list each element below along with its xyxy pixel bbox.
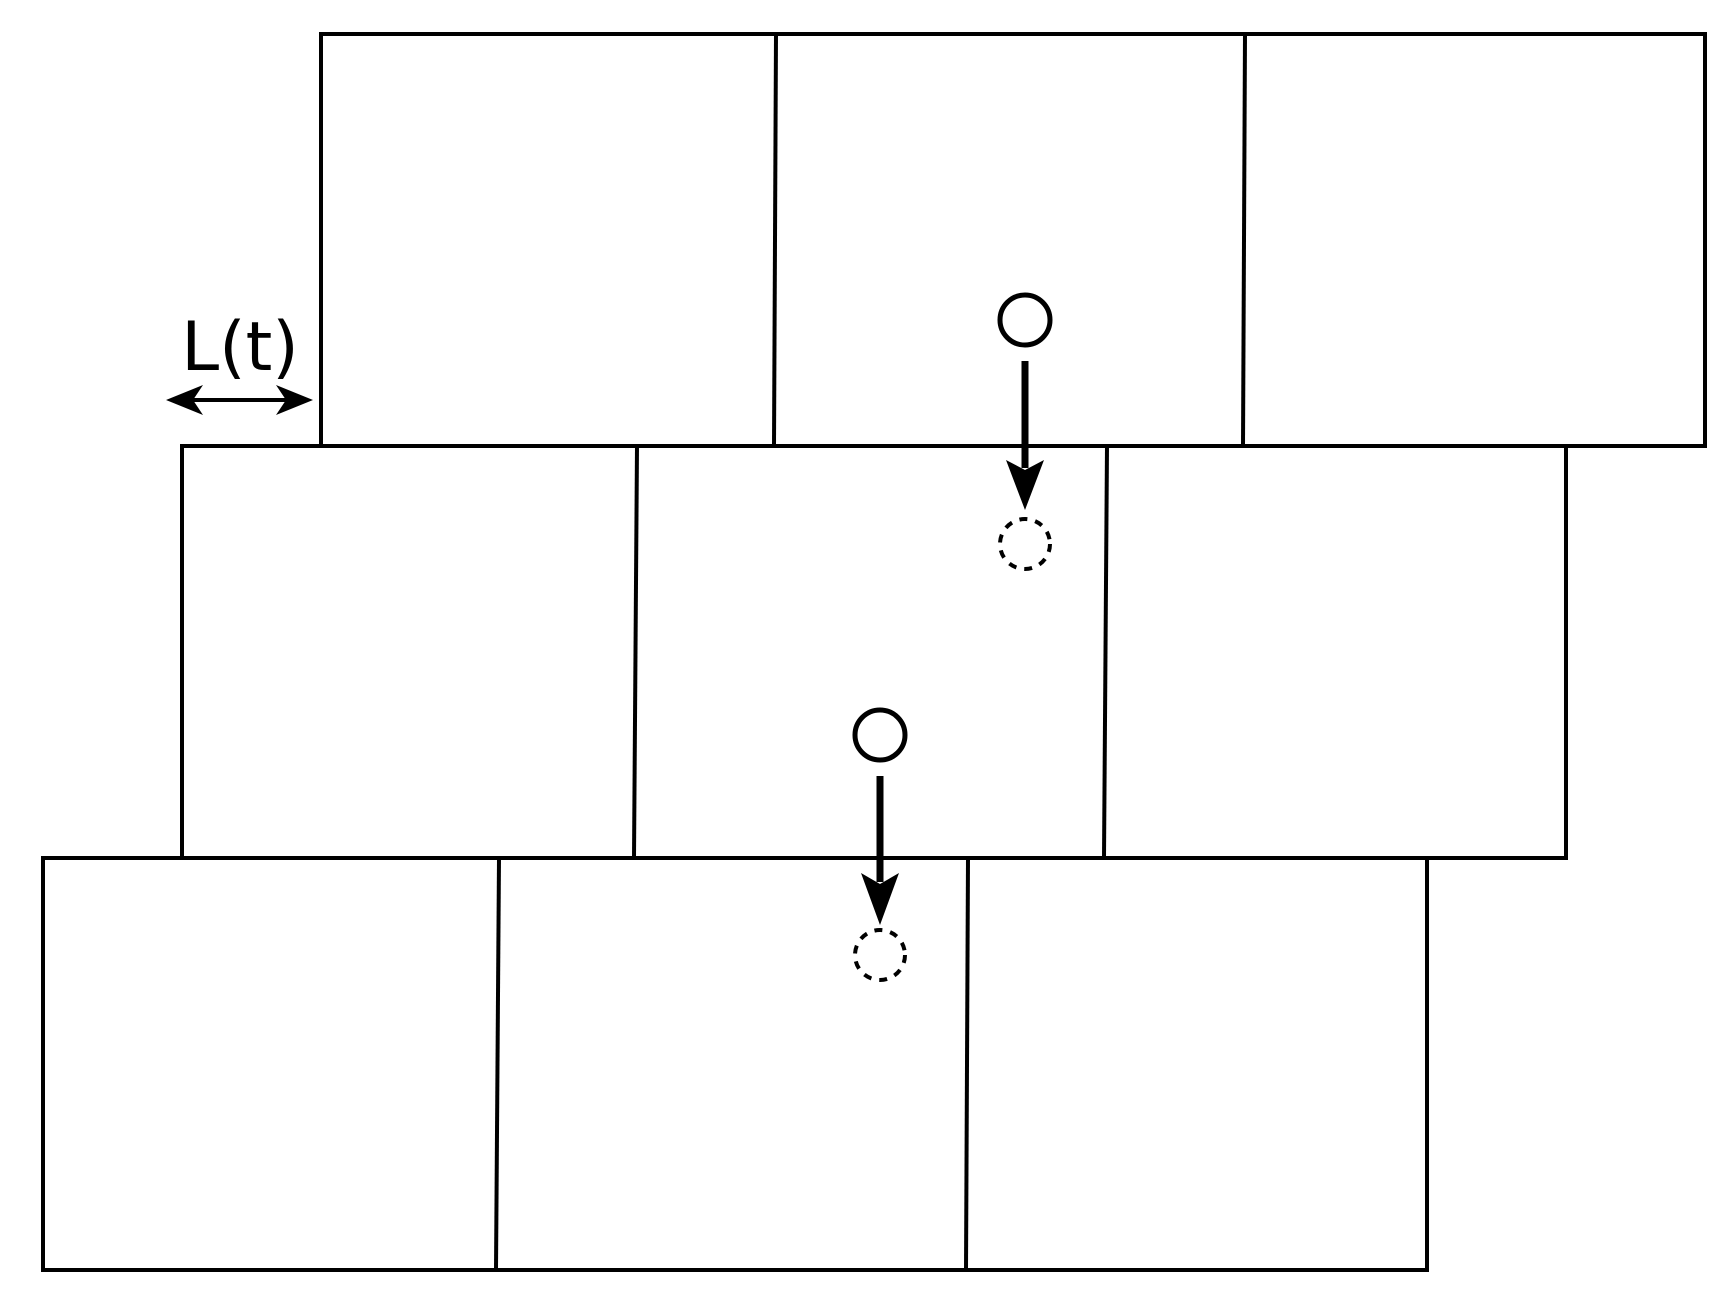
middle-row-divider-1 <box>632 445 639 859</box>
middle-row-divider-2 <box>1102 445 1109 859</box>
bottom-row-divider-1 <box>494 857 501 1271</box>
bottom-cell-row <box>41 856 1429 1272</box>
shift-label: L(t) <box>181 308 299 387</box>
particle-1-end-circle <box>998 517 1052 571</box>
bottom-row-divider-2 <box>964 857 970 1271</box>
shift-arrow-left-head <box>166 385 203 415</box>
shift-arrow-right-head <box>276 385 313 415</box>
middle-row-frame <box>180 444 1568 860</box>
top-row-divider-1 <box>772 33 778 447</box>
top-row-frame <box>319 32 1707 448</box>
top-row-divider-2 <box>1241 33 1247 447</box>
shift-indicator: L(t) <box>166 308 313 415</box>
particle-1 <box>997 292 1053 571</box>
bottom-row-frame <box>41 856 1429 1272</box>
top-cell-row <box>319 32 1707 448</box>
particle-1-start-circle <box>997 292 1053 348</box>
particle-2-end-circle <box>853 928 907 982</box>
particle-1-arrow-head <box>1006 460 1044 510</box>
particle-2-start-circle <box>852 707 908 763</box>
particle-2 <box>852 707 908 982</box>
middle-cell-row <box>180 444 1568 860</box>
particle-2-arrow-head <box>861 873 899 925</box>
